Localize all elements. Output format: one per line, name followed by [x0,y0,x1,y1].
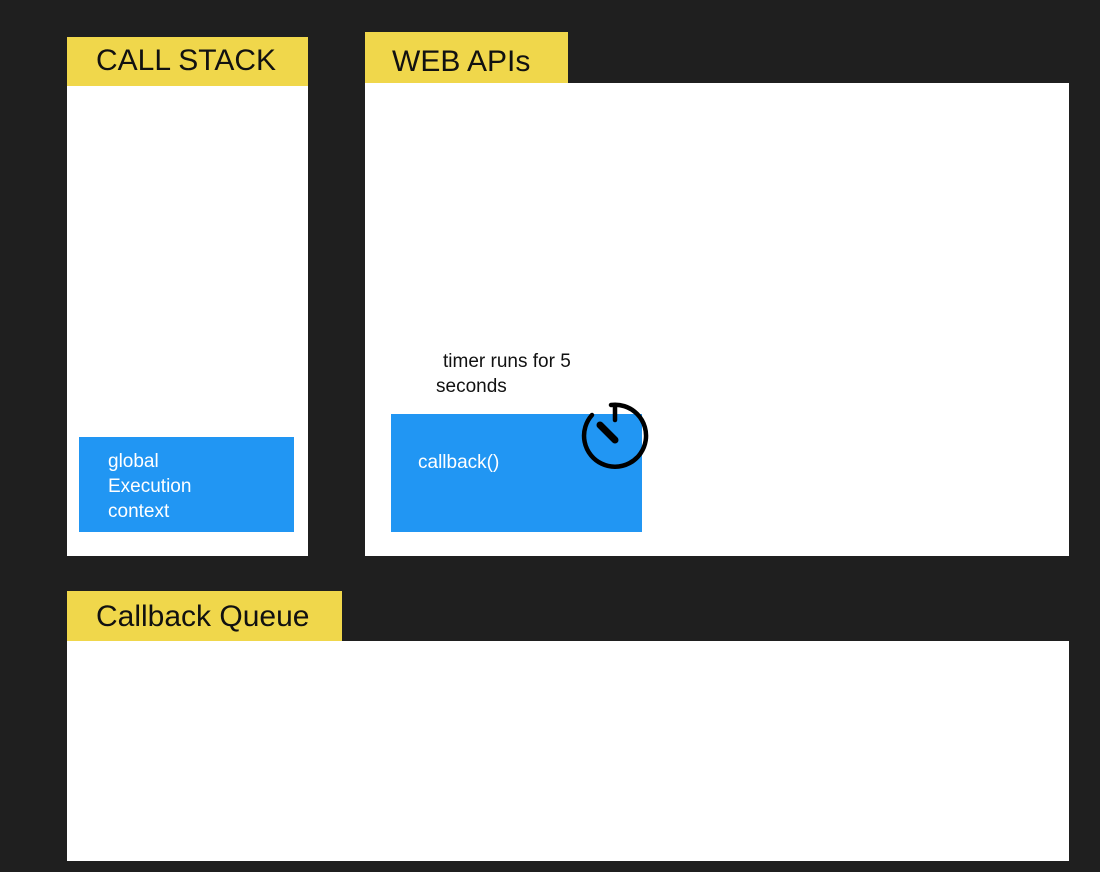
timer-note-line-1: timer runs for 5 [443,351,571,372]
frame-line-2: Execution [108,476,192,497]
callback-queue-title: Callback Queue [67,591,342,641]
timer-note-line-2: seconds [436,376,507,397]
callback-block: callback() [391,414,642,532]
callback-label: callback() [418,452,500,473]
timer-note: timer runs for 5 seconds [436,349,571,399]
frame-line-3: context [108,501,170,522]
callback-queue-panel [67,641,1069,861]
global-execution-context-frame: global Execution context [79,437,294,532]
call-stack-title: CALL STACK [67,37,308,86]
stopwatch-icon [581,402,649,469]
web-apis-title: WEB APIs [365,32,568,83]
frame-line-1: global [108,451,159,472]
